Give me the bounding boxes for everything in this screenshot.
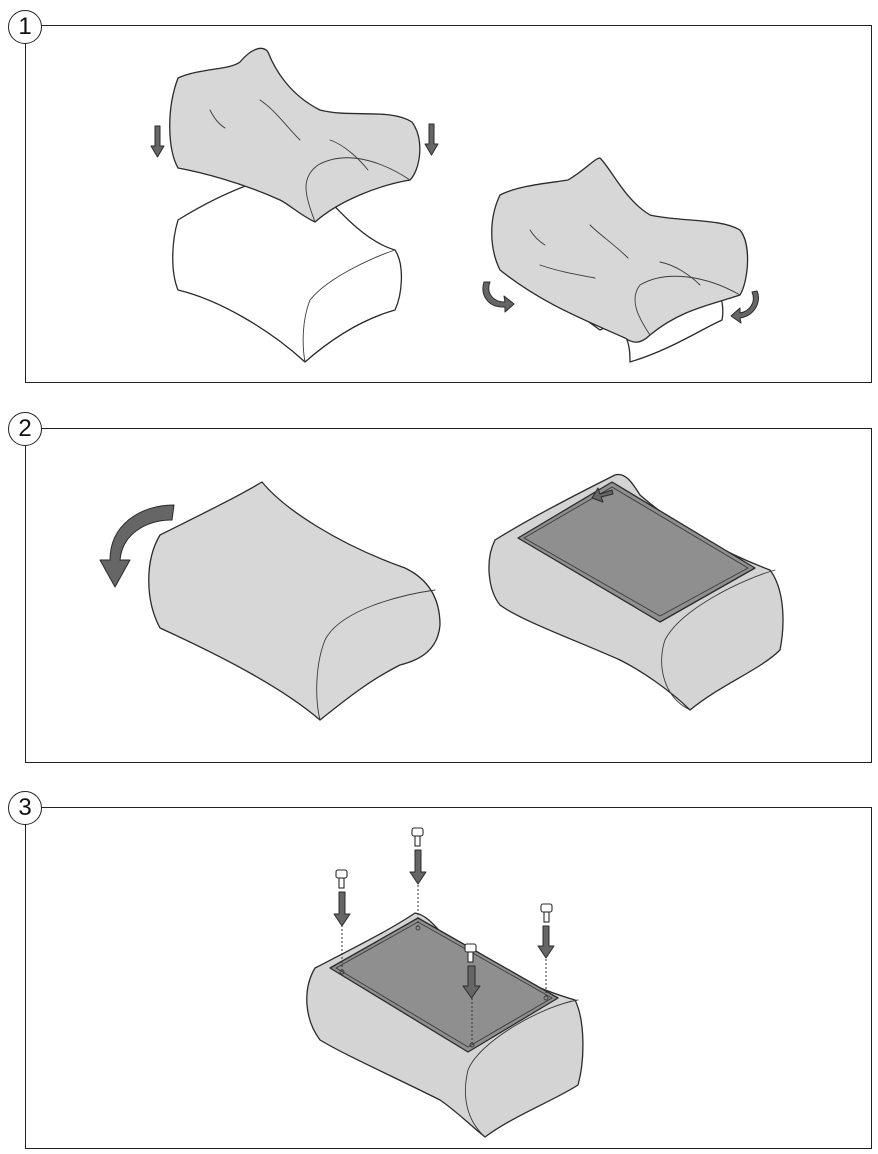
- down-arrow-icon: [410, 850, 426, 884]
- screw-icon: [541, 904, 552, 922]
- screw-icon: [336, 870, 347, 888]
- down-arrow-icon: [334, 892, 350, 926]
- screw-icon: [412, 828, 423, 846]
- down-arrow-icon: [538, 926, 554, 958]
